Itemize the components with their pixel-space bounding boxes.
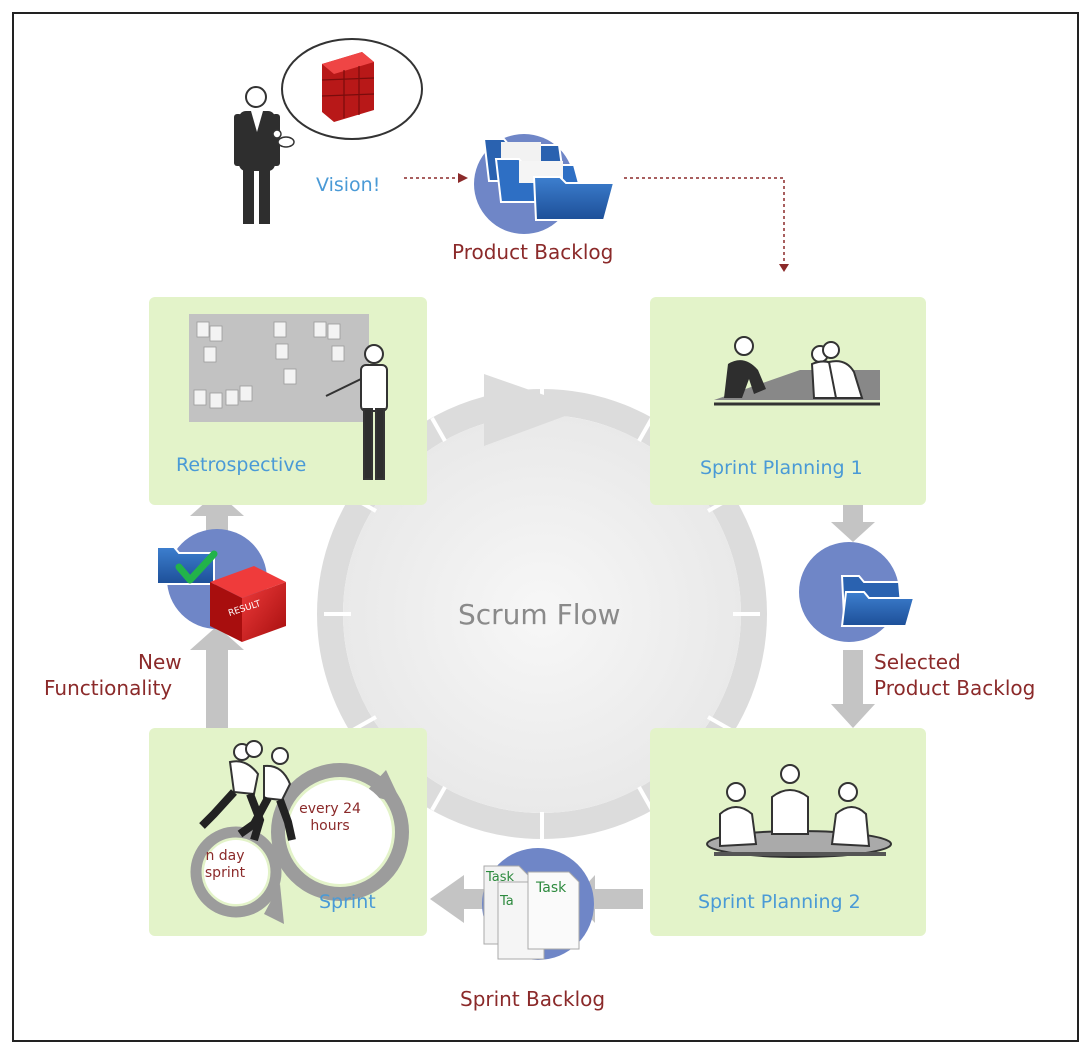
task-cards-icon xyxy=(483,865,580,960)
checkmark-icon xyxy=(175,550,218,584)
folder-stack-icon xyxy=(482,138,616,221)
scrum-flow-diagram xyxy=(149,38,926,960)
sprint-length-label-line2: sprint xyxy=(204,865,246,881)
task-card-label-1: Task xyxy=(486,870,515,885)
sprint-cycle-scene-icon xyxy=(190,740,409,924)
sprint-planning-2-scene-icon xyxy=(706,764,892,858)
retrospective-label: Retrospective xyxy=(176,454,307,476)
selected-backlog-artifact xyxy=(799,542,916,642)
sprint-length-label-line1: n day xyxy=(205,848,245,864)
scrum-cycle-ring xyxy=(317,374,767,839)
red-brick-wall-icon xyxy=(321,52,375,122)
task-card-label-3: Task xyxy=(536,880,567,896)
sprint-label: Sprint xyxy=(319,891,376,913)
product-owner-figure xyxy=(234,86,280,224)
sprint-backlog-label: Sprint Backlog xyxy=(460,987,606,1011)
vision-label: Vision! xyxy=(316,174,381,196)
daily-cycle-label-line2: hours xyxy=(310,818,350,834)
retrospective-board-icon xyxy=(189,314,369,422)
selected-backlog-label-line1: Selected xyxy=(874,650,961,674)
new-functionality-label-line1: New xyxy=(138,650,182,674)
sprint-planning-2-label: Sprint Planning 2 xyxy=(698,891,861,913)
cycle-arrowhead-icon xyxy=(484,374,584,446)
new-functionality-label-line2: Functionality xyxy=(44,676,173,700)
scrum-flow-title: Scrum Flow xyxy=(458,598,621,631)
vision-thought-bubble xyxy=(272,38,423,148)
task-card-label-2: Ta xyxy=(500,894,514,909)
selected-backlog-label-line2: Product Backlog xyxy=(874,676,1036,700)
retrospective-person-icon xyxy=(325,344,388,480)
sprint-planning-1-label: Sprint Planning 1 xyxy=(700,457,863,479)
dotted-flow-arrows xyxy=(404,173,789,272)
product-backlog-artifact xyxy=(474,134,616,234)
daily-cycle-label-line1: every 24 xyxy=(299,801,361,817)
diagram-frame: Scrum Flow Vision! Product Backlog Retro… xyxy=(12,12,1079,1042)
sprint-backlog-artifact xyxy=(482,848,594,960)
running-team-icon xyxy=(199,740,296,842)
sprint-planning-1-box xyxy=(650,297,926,505)
product-backlog-label: Product Backlog xyxy=(452,240,614,264)
result-box-icon xyxy=(210,566,286,642)
new-functionality-artifact xyxy=(156,529,286,642)
sprint-planning-1-scene-icon xyxy=(714,336,880,406)
